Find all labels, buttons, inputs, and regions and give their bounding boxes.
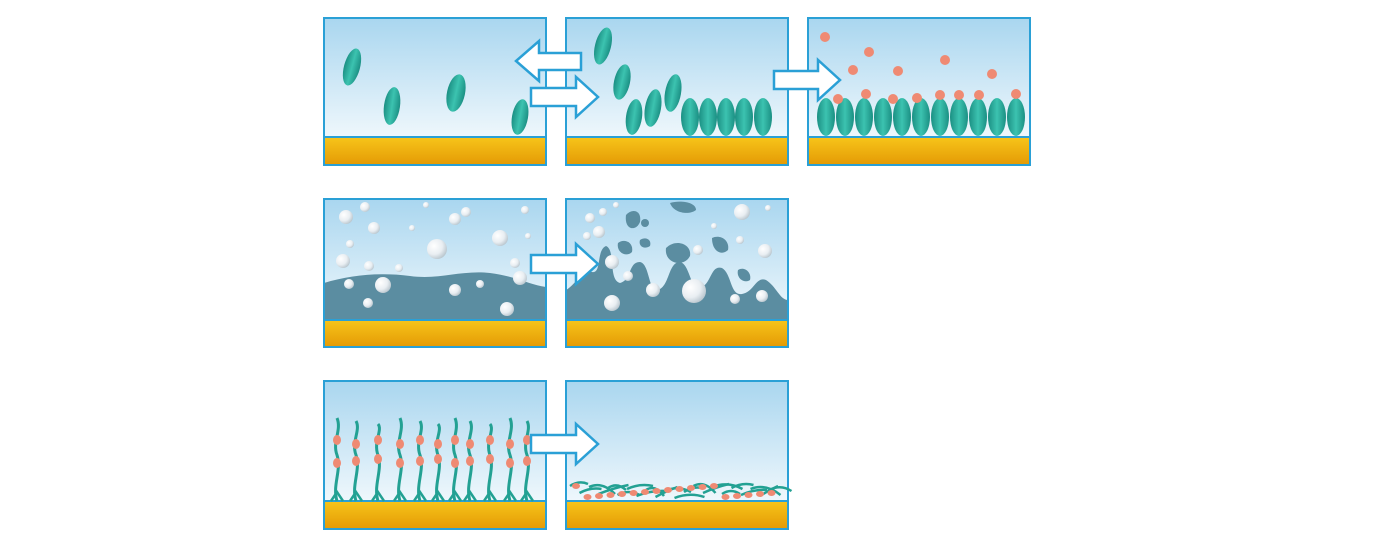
collapsed-chain xyxy=(750,485,782,496)
polymer-chain xyxy=(452,417,458,502)
backward-arrow xyxy=(514,38,583,84)
polymer-chain xyxy=(353,420,359,502)
cell-group xyxy=(817,98,1025,136)
collapsed-chain xyxy=(598,483,629,496)
chain-bead xyxy=(572,483,580,489)
chain-bead xyxy=(523,435,531,445)
chain-bead xyxy=(675,486,684,492)
collapsed-chain xyxy=(674,493,705,500)
chain-bead xyxy=(352,439,360,449)
polymer-chain xyxy=(334,417,340,502)
chain-anchor xyxy=(348,489,364,502)
chain-anchor xyxy=(482,489,498,502)
chain-bead xyxy=(434,454,442,464)
collapsed-chain xyxy=(626,483,654,491)
polymer-chain xyxy=(397,417,403,502)
cell-group xyxy=(342,48,529,135)
chain-bead xyxy=(618,491,626,497)
chain-anchor xyxy=(370,489,386,502)
chain-group xyxy=(329,417,535,502)
polymer-chain xyxy=(417,420,423,502)
panel-cells-with-particles xyxy=(807,17,1031,166)
chain-anchor xyxy=(412,489,428,502)
chain-bead xyxy=(466,439,474,449)
chain-bead xyxy=(434,439,442,449)
collapsed-chain xyxy=(588,483,616,495)
chain-bead xyxy=(352,456,360,466)
forward-arrow xyxy=(529,74,600,120)
chain-bead xyxy=(641,489,649,495)
collapsed-chain xyxy=(578,487,602,495)
bubble-group xyxy=(336,202,531,316)
chain-bead xyxy=(451,458,459,468)
cell-group xyxy=(593,27,772,136)
particle-group xyxy=(820,32,1021,104)
chain-bead xyxy=(333,458,341,468)
chain-anchor xyxy=(392,489,408,502)
chain-bead xyxy=(583,494,592,500)
chain-bead xyxy=(333,435,341,445)
chain-bead xyxy=(506,439,514,449)
collapsed-chain xyxy=(740,488,768,497)
chain-bead xyxy=(767,490,776,496)
panel-eroded-film-with-bubbles xyxy=(565,198,789,348)
bubble-group xyxy=(583,202,772,311)
collapsed-chain xyxy=(569,481,589,488)
chain-bead xyxy=(374,454,382,464)
chain-bead xyxy=(698,484,707,490)
chain-bead xyxy=(744,492,753,498)
chain-bead xyxy=(486,454,494,464)
panel-clustering-cells xyxy=(565,17,789,166)
chain-bead xyxy=(629,490,638,496)
forward-arrow xyxy=(529,421,600,467)
reversible-double-arrow xyxy=(514,38,600,120)
collapsed-chain xyxy=(636,489,667,498)
chain-bead xyxy=(606,492,615,498)
chain-bead xyxy=(486,435,494,445)
chain-bead xyxy=(652,488,661,494)
chain-anchor xyxy=(430,489,446,502)
collapsed-chain xyxy=(607,484,627,491)
panel-scattered-cells xyxy=(323,17,547,166)
forward-arrow xyxy=(529,241,600,287)
chain-anchor xyxy=(462,489,478,502)
forward-arrow xyxy=(772,57,842,103)
chain-anchor xyxy=(519,489,535,502)
collapsed-chain xyxy=(721,489,741,496)
collapsed-chain xyxy=(730,482,754,490)
panel-film-with-bubbles xyxy=(323,198,547,348)
chain-bead xyxy=(733,493,741,499)
collapsed-chain xyxy=(768,486,793,493)
chain-anchor xyxy=(502,489,518,502)
panel-collapsed-chains xyxy=(565,380,793,530)
chain-bead xyxy=(687,485,695,491)
chain-anchor xyxy=(329,489,345,502)
polymer-chain xyxy=(524,420,530,502)
chain-bead xyxy=(451,435,459,445)
chain-bead xyxy=(523,456,531,466)
chain-bead xyxy=(396,458,404,468)
chain-anchor xyxy=(447,489,463,502)
chain-bead xyxy=(595,493,603,499)
chain-bead xyxy=(710,483,718,489)
chain-bead xyxy=(721,494,730,500)
collapsed-chain-mat xyxy=(569,481,793,500)
chain-bead xyxy=(416,456,424,466)
panel-upright-chains xyxy=(323,380,547,530)
polymer-chain xyxy=(507,417,513,502)
chain-bead xyxy=(374,435,382,445)
chain-bead xyxy=(664,487,672,493)
chain-bead xyxy=(506,458,514,468)
chain-bead xyxy=(396,439,404,449)
chain-bead xyxy=(416,435,424,445)
fragment-group xyxy=(617,201,751,282)
polymer-chain xyxy=(467,420,473,502)
chain-bead xyxy=(466,456,474,466)
chain-bead xyxy=(756,491,764,497)
